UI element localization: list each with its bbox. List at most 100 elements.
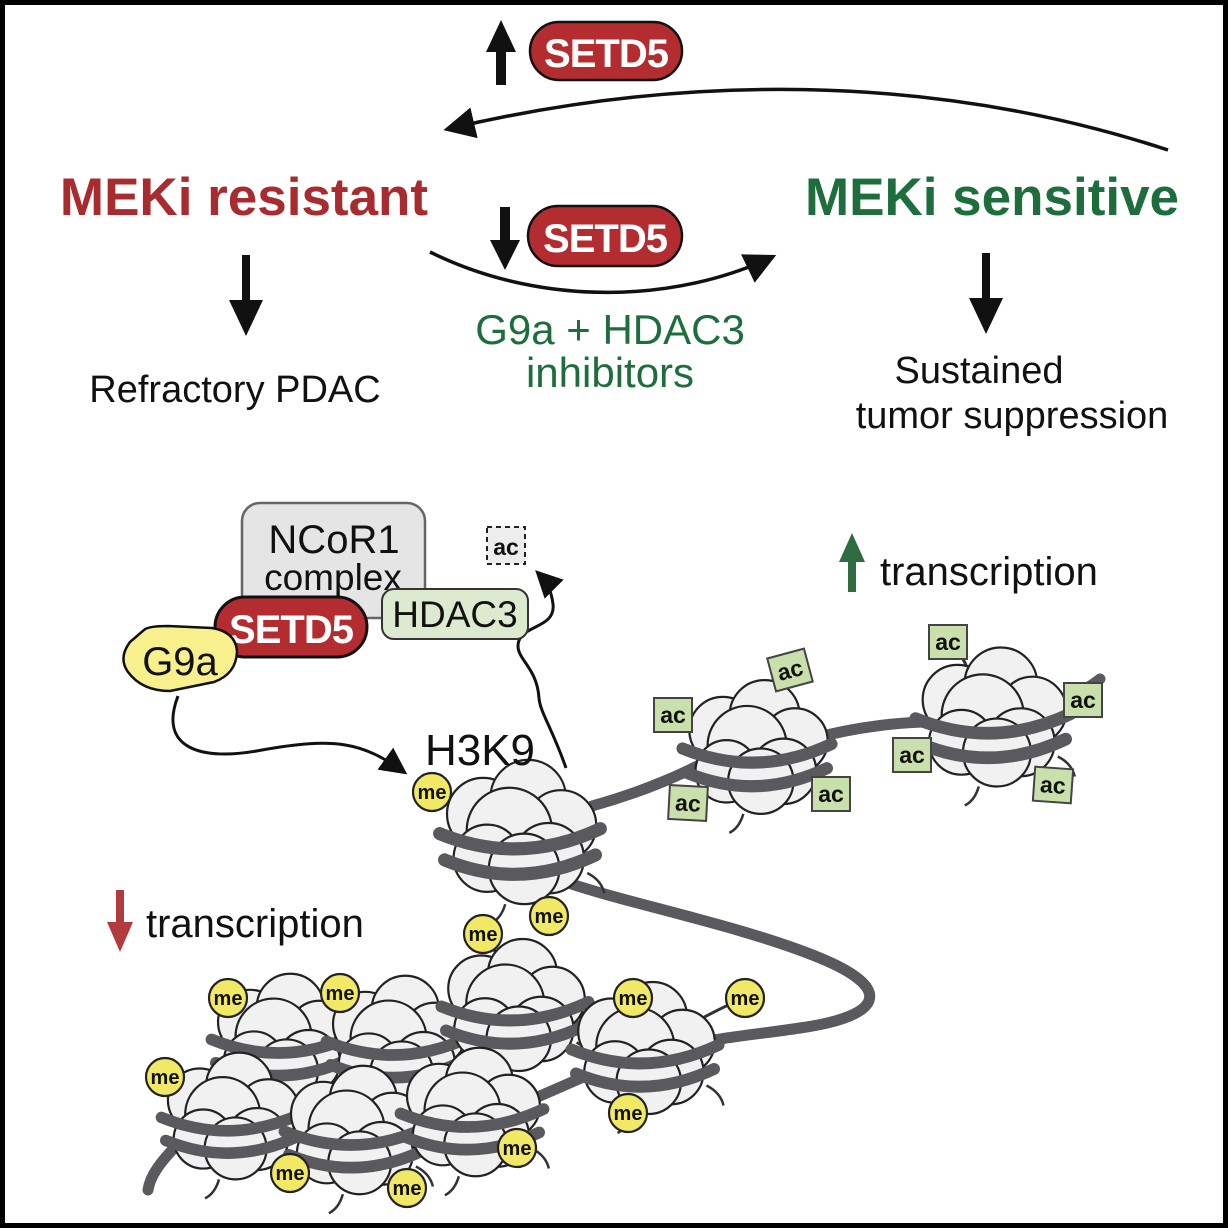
me-tag xyxy=(607,1092,649,1134)
setd5-down-label: SETD5 xyxy=(543,217,668,261)
dna-strand xyxy=(554,874,876,1050)
me-tag xyxy=(612,977,654,1019)
transcription-down-arrow xyxy=(107,890,133,952)
me-tag xyxy=(269,1152,311,1194)
me-tag xyxy=(411,771,453,813)
me-tag-label: me xyxy=(276,1163,305,1185)
ac-tag: ac xyxy=(928,624,968,660)
ac-tag-label: ac xyxy=(1070,687,1096,713)
ac-tag-label: ac xyxy=(818,781,844,807)
me-tag-label: me xyxy=(503,1138,532,1160)
g9a-label: G9a xyxy=(142,640,218,684)
dna-wrap xyxy=(394,1103,550,1133)
me-tag-label: me xyxy=(731,988,760,1010)
me-tag-label: me xyxy=(393,1178,422,1200)
me-tag xyxy=(207,977,249,1019)
setd5-complex-pill xyxy=(213,595,369,659)
hdac3-deacetylation-arrow xyxy=(516,570,568,769)
cycle-arrow-to-resistant xyxy=(443,87,1169,152)
histone-tail xyxy=(415,1165,435,1187)
setd5-pill-up xyxy=(528,20,684,82)
setd5-complex-label: SETD5 xyxy=(229,608,354,652)
ac-tag: ac xyxy=(667,783,709,823)
me-tag-label: me xyxy=(326,983,355,1005)
ac-tag-box xyxy=(766,647,814,693)
setd5-pill-down xyxy=(526,204,684,268)
transcription-up-label: transcription xyxy=(880,550,1098,594)
dna-wrap xyxy=(676,737,838,769)
ac-tag: ac xyxy=(766,647,814,693)
ac-tag: ac xyxy=(811,776,851,812)
transcription-down-label: transcription xyxy=(146,902,364,946)
me-tag xyxy=(386,1167,428,1209)
dna-wrap xyxy=(909,707,1077,740)
dna-wrap xyxy=(914,732,1072,765)
ac-tag-box xyxy=(928,624,968,660)
histone-tail xyxy=(964,786,980,807)
me-tag-label: me xyxy=(619,988,648,1010)
refractory-pdac-label: Refractory PDAC xyxy=(89,369,380,411)
me-tag xyxy=(528,895,570,937)
dna-wrap xyxy=(433,822,607,856)
histone-tail xyxy=(705,1084,725,1106)
me-tag-label: me xyxy=(535,906,564,928)
treatment-label-line1: G9a + HDAC3 xyxy=(475,306,745,353)
ac-tag-box xyxy=(667,783,709,823)
dna-wrap xyxy=(320,1031,476,1061)
ac-tag-label: ac xyxy=(1039,771,1067,799)
meki-resistant-label: MEKi resistant xyxy=(60,168,428,227)
me-tag-label: me xyxy=(214,988,243,1010)
ncor1-label-line2: complex xyxy=(264,557,402,598)
cycle-arrow-to-sensitive xyxy=(429,250,777,295)
histone-tail xyxy=(328,1193,345,1215)
me-tag xyxy=(319,972,361,1014)
resistant-consequence-arrow xyxy=(229,255,263,336)
down-arrow-icon xyxy=(490,207,520,270)
up-arrow-icon xyxy=(486,20,516,85)
meki-sensitive-label: MEKi sensitive xyxy=(805,168,1179,227)
sensitive-consequence-arrow xyxy=(969,253,1003,334)
released-ac-label: ac xyxy=(493,534,519,560)
histone-tail xyxy=(444,1175,461,1197)
g9a-methylation-arrow xyxy=(171,695,408,775)
histone-tail xyxy=(204,1179,221,1200)
ac-tag-label: ac xyxy=(935,629,961,655)
me-tag-label: me xyxy=(418,782,447,804)
hdac3-label: HDAC3 xyxy=(392,594,517,635)
me-tag-label: me xyxy=(614,1103,643,1125)
dna-wrap xyxy=(440,1020,590,1050)
dna-wrap xyxy=(565,1039,725,1070)
hdac3-box xyxy=(381,588,529,640)
dna-wrap xyxy=(438,848,602,881)
histone-tail xyxy=(1057,755,1076,777)
ac-tag: ac xyxy=(1031,765,1075,805)
ac-tag-label: ac xyxy=(675,789,702,816)
transcription-up-arrow xyxy=(839,533,865,592)
ac-tag-box xyxy=(653,697,693,733)
g9a-blob xyxy=(122,624,239,693)
setd5-up-label: SETD5 xyxy=(544,32,669,76)
ac-tag-label: ac xyxy=(899,742,925,768)
dna-wrap xyxy=(435,996,595,1027)
me-tag xyxy=(724,977,766,1019)
ac-tag: ac xyxy=(1063,682,1103,718)
ac-tag-box xyxy=(1031,765,1075,805)
ac-tag-box xyxy=(811,776,851,812)
treatment-label-line2: inhibitors xyxy=(526,349,694,396)
ac-tag-box xyxy=(1063,682,1103,718)
dna-wrap xyxy=(570,1063,720,1093)
dna-wrap xyxy=(155,1107,309,1137)
me-tag xyxy=(496,1127,538,1169)
histone-tail xyxy=(586,871,606,894)
ac-tag: ac xyxy=(892,737,932,773)
released-ac-box xyxy=(486,526,526,565)
me-tag-label: me xyxy=(151,1067,180,1089)
me-tag xyxy=(462,913,504,955)
tumor-suppression-label: tumor suppression xyxy=(856,395,1169,437)
me-tag-label: me xyxy=(469,924,498,946)
ac-tag: ac xyxy=(653,697,693,733)
dna-wrap xyxy=(681,762,833,793)
